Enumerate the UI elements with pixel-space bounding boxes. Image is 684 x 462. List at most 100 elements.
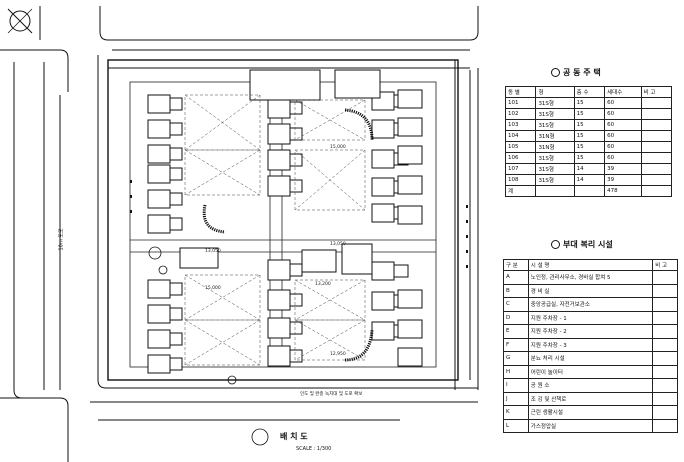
table-cell [652, 270, 678, 285]
circle-bullet-icon [551, 68, 560, 77]
building-unit [397, 175, 423, 195]
table-cell: 105 [504, 141, 537, 153]
table-cell: 31N형 [535, 141, 575, 153]
north-arrow-icon [7, 8, 33, 34]
table-cell [652, 378, 678, 393]
table-header-cell: 비 고 [652, 259, 678, 271]
table-cell: H [503, 364, 529, 379]
building-unit [289, 179, 303, 193]
table-cell [640, 119, 673, 131]
table-cell [535, 185, 575, 197]
building-unit [289, 153, 303, 167]
dimension-label: 13,050 [330, 241, 346, 247]
table-cell [640, 130, 673, 142]
west-road-label: 10m 도로 [58, 228, 65, 251]
scale-label: SCALE : 1/300 [296, 446, 332, 452]
building-unit [267, 259, 291, 281]
building-unit [147, 119, 171, 139]
building-unit [289, 293, 303, 307]
building-unit [169, 357, 183, 371]
building-unit [393, 264, 409, 278]
building-unit [169, 332, 183, 346]
table-cell [652, 351, 678, 366]
building-unit [371, 119, 395, 139]
table-cell: 104 [504, 130, 537, 142]
table-cell: 경 비 실 [527, 283, 654, 298]
table-cell: 31S형 [535, 97, 575, 109]
building-unit [249, 69, 321, 101]
table-cell: 14 [573, 163, 606, 175]
building-unit [267, 123, 291, 145]
building-unit [289, 127, 303, 141]
building-unit [267, 149, 291, 171]
table-cell: 14 [573, 174, 606, 186]
table-cell [640, 141, 673, 153]
table-header-cell: 구 분 [503, 259, 529, 271]
dimension-label: 13,050 [205, 248, 221, 254]
table-cell: 15 [573, 108, 606, 120]
table-cell [652, 364, 678, 379]
building-unit [147, 144, 171, 164]
parking-line [294, 99, 366, 141]
table-cell: 31S형 [535, 152, 575, 164]
parking-line [294, 319, 366, 361]
table-cell: 60 [604, 130, 642, 142]
circular-ramps [202, 108, 374, 362]
table-cell: 39 [604, 163, 642, 175]
table-cell: 어린이 놀이터 [527, 364, 654, 379]
table-cell: 15 [573, 119, 606, 131]
table-cell: K [503, 405, 529, 420]
table-cell: 60 [604, 152, 642, 164]
building-unit [179, 247, 219, 269]
table-cell: 31S형 [535, 119, 575, 131]
table-cell [652, 337, 678, 352]
building-unit [267, 345, 291, 367]
west-markers [130, 180, 468, 268]
table-cell: 지원 주차장 - 3 [527, 337, 654, 352]
facility-table-title: 부대 복리 시설 [551, 239, 613, 250]
table-cell: C [503, 297, 529, 312]
table-cell [652, 310, 678, 325]
parking-areas [184, 94, 366, 366]
table-cell [640, 97, 673, 109]
table-cell: 39 [604, 174, 642, 186]
table-cell [652, 391, 678, 406]
table-cell: 108 [504, 174, 537, 186]
building-unit [371, 261, 395, 281]
table-cell: 조 깅 및 산책로 [527, 391, 654, 406]
table-cell [652, 283, 678, 298]
table-cell: 102 [504, 108, 537, 120]
parking-line [294, 149, 366, 211]
parking-line [184, 94, 261, 151]
table-cell [640, 152, 673, 164]
table-cell: 지원 주차장 - 1 [527, 310, 654, 325]
building-unit [267, 289, 291, 311]
building-unit [169, 147, 183, 161]
building-unit [169, 167, 183, 181]
building-unit [289, 349, 303, 363]
building-unit [169, 122, 183, 136]
table-cell: 근린 생활시설 [527, 405, 654, 420]
total-label: 계 [504, 185, 537, 197]
table-cell: E [503, 324, 529, 339]
parking-area [184, 319, 261, 366]
building-unit [371, 203, 395, 223]
table-cell [640, 108, 673, 120]
table-cell: G [503, 351, 529, 366]
